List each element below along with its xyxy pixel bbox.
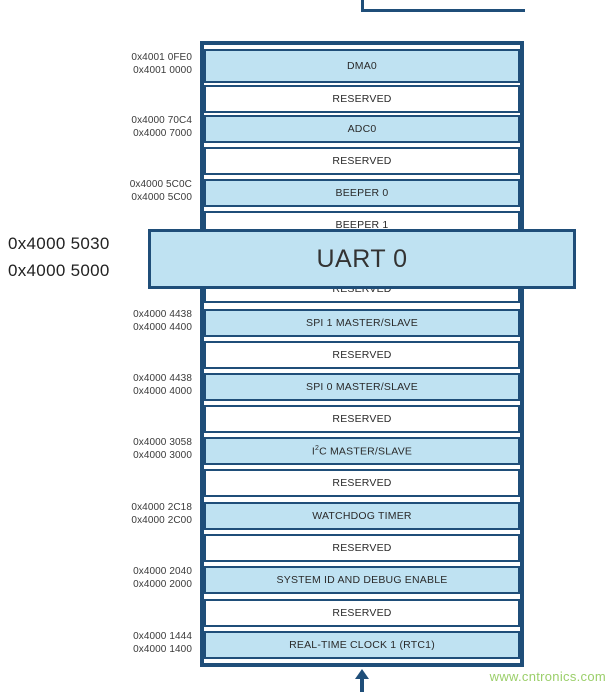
memory-row-beeper-0[interactable]: BEEPER 0 <box>204 179 520 207</box>
address-label-beeper0: 0x4000 5C0C 0x4000 5C00 <box>110 178 192 204</box>
callout-label: UART 0 <box>316 244 408 273</box>
memory-row-reserved-9[interactable]: RESERVED <box>204 599 520 627</box>
row-label: RESERVED <box>332 413 392 425</box>
row-label: SPI 1 MASTER/SLAVE <box>306 317 418 329</box>
memory-row-reserved-1[interactable]: RESERVED <box>204 85 520 113</box>
address-low: 0x4000 5C00 <box>131 192 192 203</box>
address-high: 0x4000 2040 <box>133 566 192 577</box>
address-high: 0x4000 4438 <box>133 309 192 320</box>
row-label: RESERVED <box>332 542 392 554</box>
address-high: 0x4000 1444 <box>133 631 192 642</box>
row-label: BEEPER 0 <box>335 187 389 199</box>
row-label: SYSTEM ID AND DEBUG ENABLE <box>276 574 448 586</box>
memory-row-spi0[interactable]: SPI 0 MASTER/SLAVE <box>204 373 520 401</box>
address-label-spi1: 0x4000 4438 0x4000 4400 <box>110 308 192 334</box>
memory-row-reserved-2[interactable]: RESERVED <box>204 147 520 175</box>
callout-address-low: 0x4000 5000 <box>8 261 110 280</box>
memory-row-system-id[interactable]: SYSTEM ID AND DEBUG ENABLE <box>204 566 520 594</box>
address-label-watchdog: 0x4000 2C18 0x4000 2C00 <box>110 501 192 527</box>
memory-row-i2c[interactable]: I2C MASTER/SLAVE <box>204 437 520 465</box>
memory-row-watchdog[interactable]: WATCHDOG TIMER <box>204 502 520 530</box>
address-high: 0x4000 2C18 <box>131 502 192 513</box>
address-low: 0x4001 0000 <box>133 65 192 76</box>
address-low: 0x4000 4000 <box>133 386 192 397</box>
address-label-i2c: 0x4000 3058 0x4000 3000 <box>110 436 192 462</box>
address-low: 0x4000 2C00 <box>131 515 192 526</box>
address-low: 0x4000 2000 <box>133 579 192 590</box>
top-connector-horizontal-line <box>361 9 525 12</box>
address-label-system-id: 0x4000 2040 0x4000 2000 <box>110 565 192 591</box>
row-label: RESERVED <box>332 349 392 361</box>
address-high: 0x4001 0FE0 <box>131 52 192 63</box>
row-label: RESERVED <box>332 155 392 167</box>
address-label-rtc1: 0x4000 1444 0x4000 1400 <box>110 630 192 656</box>
top-connector-vertical-line <box>361 0 364 12</box>
address-low: 0x4000 3000 <box>133 450 192 461</box>
memory-row-rtc1[interactable]: REAL-TIME CLOCK 1 (RTC1) <box>204 631 520 659</box>
row-label: RESERVED <box>332 477 392 489</box>
address-high: 0x4000 5C0C <box>129 179 192 190</box>
address-high: 0x4000 4438 <box>133 373 192 384</box>
memory-row-reserved-8[interactable]: RESERVED <box>204 534 520 562</box>
row-label: DMA0 <box>347 60 377 72</box>
memory-row-adc0[interactable]: ADC0 <box>204 115 520 143</box>
row-label: ADC0 <box>347 123 377 135</box>
row-label: WATCHDOG TIMER <box>312 510 412 522</box>
callout-address-label: 0x4000 5030 0x4000 5000 <box>8 230 144 284</box>
memory-row-dma0[interactable]: DMA0 <box>204 49 520 83</box>
superscript-2: 2 <box>314 444 320 452</box>
address-label-dma0: 0x4001 0FE0 0x4001 0000 <box>110 51 192 77</box>
address-low: 0x4000 1400 <box>133 644 192 655</box>
address-low: 0x4000 4400 <box>133 322 192 333</box>
address-label-spi0: 0x4000 4438 0x4000 4000 <box>110 372 192 398</box>
row-label: I2C MASTER/SLAVE <box>311 444 413 458</box>
row-label: RESERVED <box>332 93 392 105</box>
memory-row-reserved-7[interactable]: RESERVED <box>204 469 520 497</box>
memory-row-reserved-5[interactable]: RESERVED <box>204 341 520 369</box>
callout-address-high: 0x4000 5030 <box>8 234 110 253</box>
memory-row-spi1[interactable]: SPI 1 MASTER/SLAVE <box>204 309 520 337</box>
row-label: RESERVED <box>332 607 392 619</box>
watermark-text: www.cntronics.com <box>489 669 606 684</box>
address-high: 0x4000 70C4 <box>131 115 192 126</box>
address-high: 0x4000 3058 <box>133 437 192 448</box>
callout-uart0-block[interactable]: UART 0 <box>148 229 576 289</box>
memory-row-reserved-6[interactable]: RESERVED <box>204 405 520 433</box>
bottom-arrow-icon <box>355 669 369 692</box>
row-label: SPI 0 MASTER/SLAVE <box>306 381 418 393</box>
address-low: 0x4000 7000 <box>133 128 192 139</box>
row-label: REAL-TIME CLOCK 1 (RTC1) <box>289 639 435 651</box>
address-label-adc0: 0x4000 70C4 0x4000 7000 <box>110 114 192 140</box>
